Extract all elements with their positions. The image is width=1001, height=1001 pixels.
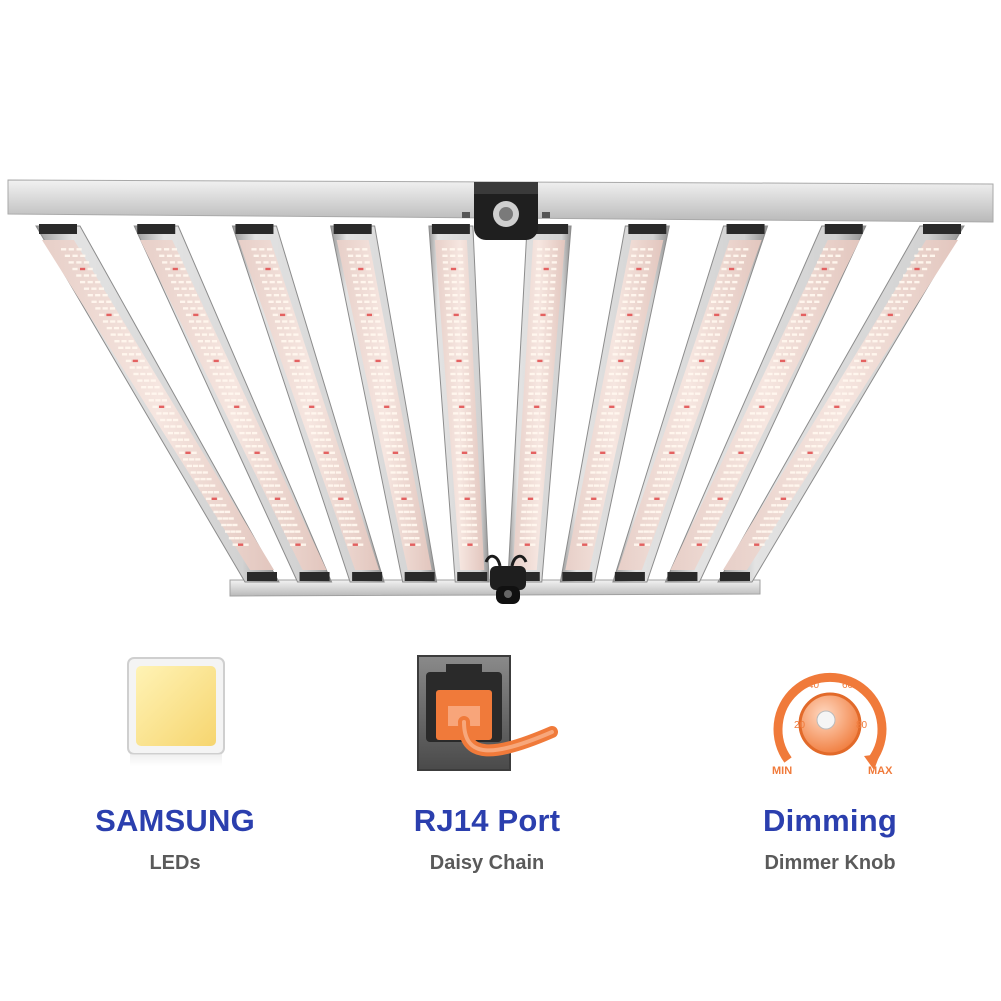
- feature-subtitle: Dimmer Knob: [764, 852, 896, 874]
- dial-tick-40: 40: [808, 680, 820, 691]
- feature-subtitle: LEDs: [149, 852, 201, 874]
- feature-dimming: 20 40 60 80 MIN MAX Dimming Dimmer Knob: [680, 640, 980, 890]
- light-bar: [133, 224, 333, 583]
- light-bar: [35, 224, 280, 583]
- rj14-port-icon: [417, 655, 558, 771]
- dial-tick-80: 80: [856, 720, 868, 731]
- light-bar: [507, 224, 572, 583]
- bottom-connector-box: [484, 554, 528, 604]
- light-bar: [330, 224, 438, 583]
- light-bars: [35, 224, 965, 583]
- dial-tick-20: 20: [794, 720, 806, 731]
- samsung-led-chip-icon: [127, 657, 225, 766]
- top-controller-box: [462, 182, 550, 240]
- light-bar: [559, 224, 670, 583]
- light-bar: [717, 224, 965, 583]
- dial-tick-60: 60: [842, 680, 854, 691]
- feature-subtitle: Daisy Chain: [429, 852, 545, 874]
- light-bar: [612, 224, 769, 583]
- light-bar: [428, 224, 490, 583]
- dial-max-label: MAX: [868, 765, 893, 777]
- feature-rj14-port: RJ14 Port Daisy Chain: [337, 640, 637, 890]
- feature-title: SAMSUNG: [95, 803, 255, 838]
- light-bar: [664, 224, 867, 583]
- feature-samsung-leds: SAMSUNG LEDs: [25, 640, 325, 890]
- light-bar: [231, 224, 385, 583]
- feature-title: Dimming: [762, 803, 897, 838]
- dimmer-knob-icon: 20 40 60 80 MIN MAX: [772, 672, 893, 777]
- feature-title: RJ14 Port: [413, 803, 561, 838]
- dial-min-label: MIN: [772, 765, 792, 777]
- led-grow-light-fixture: [7, 179, 994, 604]
